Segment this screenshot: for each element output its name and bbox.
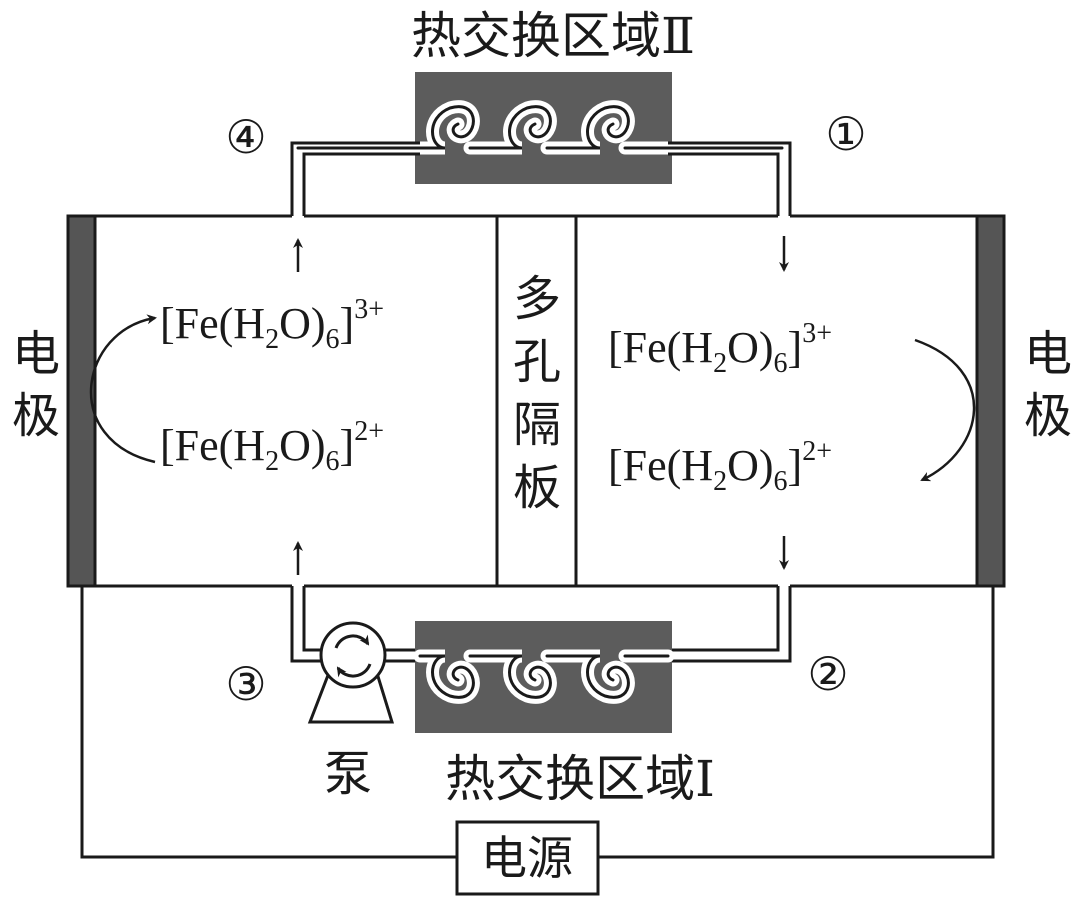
heat-exchanger-2 (291, 72, 789, 184)
heat-exchanger-2-coil-core (296, 105, 784, 150)
bottom-pipe-left-inner (302, 586, 322, 652)
electrode-right-char-2: 极 (1024, 388, 1072, 444)
top-pipe-left-outer (290, 141, 420, 216)
heat-exchange-1-label: 热交换区域Ⅰ (445, 750, 715, 808)
species-right-top: [Fe(H2O)6]3+ (608, 318, 832, 379)
flow-arrows (293, 236, 789, 575)
reaction-arrow-left (89, 314, 157, 464)
species-left-bottom: [Fe(H2O)6]2+ (160, 416, 384, 477)
electrode-left-char-1: 电 (12, 326, 60, 382)
electrode-left-char-2: 极 (12, 388, 60, 444)
bottom-pipe-right-inner (668, 586, 780, 652)
heat-exchanger-1-coil-core (418, 654, 670, 699)
cell-body (70, 214, 1005, 588)
pump-rotation-arrow-bottom (336, 663, 372, 678)
electrode-right-char-1: 电 (1024, 326, 1072, 382)
top-pipe-left-inner (302, 152, 420, 216)
pump-rotation-arrow-top (334, 634, 370, 649)
bottom-pipe-right-outer (668, 586, 792, 663)
separator-char-2: 孔 (513, 334, 561, 390)
marker-3: ③ (225, 657, 266, 711)
heat-exchange-2-label: 热交换区域Ⅱ (411, 7, 695, 65)
bottom-pipes (290, 586, 792, 663)
electrode-left-label: 电 极 (12, 326, 60, 444)
reaction-arrow-right (914, 338, 976, 482)
power-source-box (455, 820, 600, 896)
top-pipe-right-outer (668, 141, 792, 216)
separator-label: 多 孔 隔 板 (513, 271, 561, 516)
heat-exchanger-1-coil (413, 649, 675, 704)
electrode-right-plate (975, 214, 1006, 588)
marker-2: ② (807, 647, 848, 701)
power-source-label: 电源 (481, 831, 573, 885)
electrode-right-label: 电 极 (1024, 326, 1072, 444)
separator-char-1: 多 (513, 271, 561, 327)
species-left-top: [Fe(H2O)6]3+ (160, 294, 384, 355)
circuit-wire-right (598, 586, 995, 859)
top-pipes (290, 141, 792, 216)
pump-label: 泵 (324, 746, 372, 802)
top-pipe-right-inner (668, 152, 780, 216)
species-right-bottom: [Fe(H2O)6]2+ (608, 436, 832, 497)
pump-symbol (307, 621, 395, 724)
separator-char-3: 隔 (513, 397, 561, 453)
bottom-pipe-left-outer (290, 586, 322, 663)
heat-exchanger-1 (413, 621, 675, 733)
separator-char-4: 板 (513, 460, 561, 516)
circuit-wire-left (80, 586, 457, 859)
marker-4: ④ (225, 110, 266, 164)
marker-1: ① (825, 107, 866, 161)
